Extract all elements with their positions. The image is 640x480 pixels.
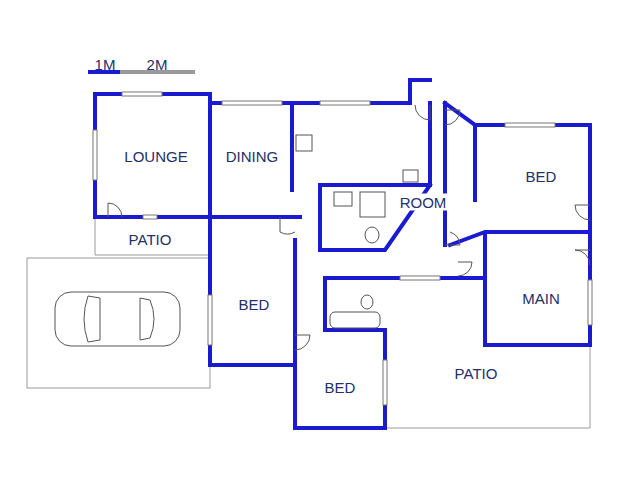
room-label: PATIO	[453, 365, 500, 382]
fixtures	[296, 135, 418, 328]
room-label: BED	[323, 379, 358, 396]
room-label: PATIO	[127, 231, 174, 248]
room-label: ROOM	[398, 194, 449, 211]
car-symbol	[55, 292, 180, 346]
room-label: BED	[524, 168, 559, 185]
room-label: MAIN	[520, 290, 562, 307]
carport-outline	[27, 258, 210, 388]
patio-outline	[385, 345, 590, 428]
patio-outline	[95, 217, 210, 255]
walls	[95, 80, 590, 428]
room-label: LOUNGE	[122, 148, 189, 165]
room-label: BED	[237, 296, 272, 313]
windows	[93, 92, 592, 405]
room-label: DINING	[224, 148, 281, 165]
scale-label: 2M	[145, 56, 170, 73]
door-swings	[108, 105, 590, 350]
scale-label: 1M	[93, 56, 118, 73]
